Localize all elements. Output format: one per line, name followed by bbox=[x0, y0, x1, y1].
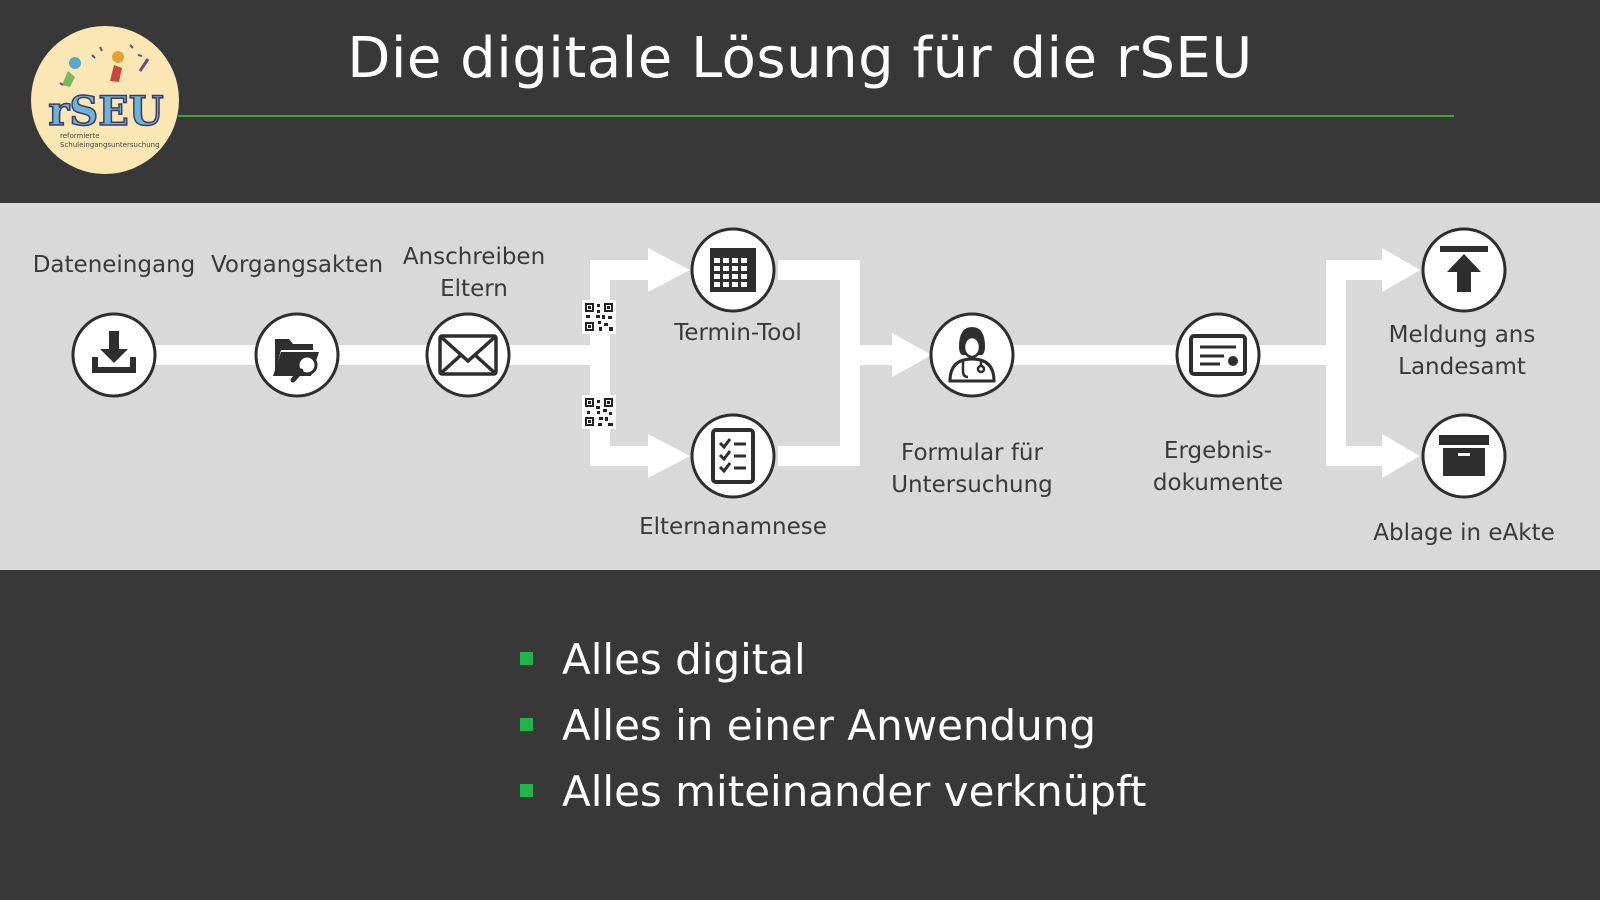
certificate-icon bbox=[1189, 334, 1247, 376]
title-rule bbox=[178, 115, 1454, 117]
label-meldung-landesamt: Meldung ans Landesamt bbox=[1388, 322, 1536, 380]
bullet-square-icon bbox=[520, 652, 533, 665]
header: rSEU reformierte Schuleingangsuntersuchu… bbox=[0, 0, 1600, 203]
label-vorgangsakten: Vorgangsakten bbox=[210, 252, 384, 278]
logo-subtitle-2: Schuleingangsuntersuchung bbox=[60, 141, 160, 149]
children-illustration-icon bbox=[59, 44, 150, 87]
calendar-icon bbox=[710, 248, 756, 292]
bullet-item: Alles digital bbox=[518, 630, 1147, 696]
rseu-logo: rSEU reformierte Schuleingangsuntersuchu… bbox=[31, 26, 179, 174]
bullet-item: Alles miteinander verknüpft bbox=[518, 762, 1147, 828]
folder-search-icon bbox=[273, 339, 319, 383]
download-icon bbox=[92, 331, 136, 373]
page-title: Die digitale Lösung für die rSEU bbox=[347, 26, 1253, 91]
bullet-text: Alles digital bbox=[562, 635, 806, 684]
doctor-icon bbox=[948, 327, 996, 383]
label-ablage-eakte: Ablage in eAkte bbox=[1373, 520, 1555, 546]
qr-code-icon bbox=[582, 395, 616, 429]
bullet-item: Alles in einer Anwendung bbox=[518, 696, 1147, 762]
label-elternanamnese: Elternanamnese bbox=[639, 514, 827, 540]
upload-icon bbox=[1440, 246, 1488, 292]
checklist-icon bbox=[711, 428, 755, 484]
process-diagram: Dateneingang Vorgangsakten Anschreiben E… bbox=[0, 203, 1600, 570]
label-termin-tool: Termin-Tool bbox=[674, 320, 802, 346]
bullet-list: Alles digital Alles in einer Anwendung A… bbox=[518, 630, 1147, 828]
bullet-text: Alles in einer Anwendung bbox=[562, 701, 1097, 750]
bullet-square-icon bbox=[520, 784, 533, 797]
qr-code-icon bbox=[582, 300, 616, 334]
label-anschreiben-eltern: Anschreiben Eltern bbox=[402, 244, 546, 302]
archive-box-icon bbox=[1439, 435, 1489, 476]
bullet-square-icon bbox=[520, 718, 533, 731]
envelope-icon bbox=[438, 334, 498, 376]
bullet-text: Alles miteinander verknüpft bbox=[562, 767, 1147, 816]
process-flow-svg bbox=[71, 227, 1507, 499]
label-dateneingang: Dateneingang bbox=[32, 252, 196, 278]
logo-text: rSEU bbox=[48, 88, 163, 135]
label-ergebnisdokumente: Ergebnis- dokumente bbox=[1152, 438, 1284, 496]
logo-subtitle-1: reformierte bbox=[60, 132, 100, 140]
label-formular-untersuchung: Formular für Untersuchung bbox=[891, 440, 1053, 498]
